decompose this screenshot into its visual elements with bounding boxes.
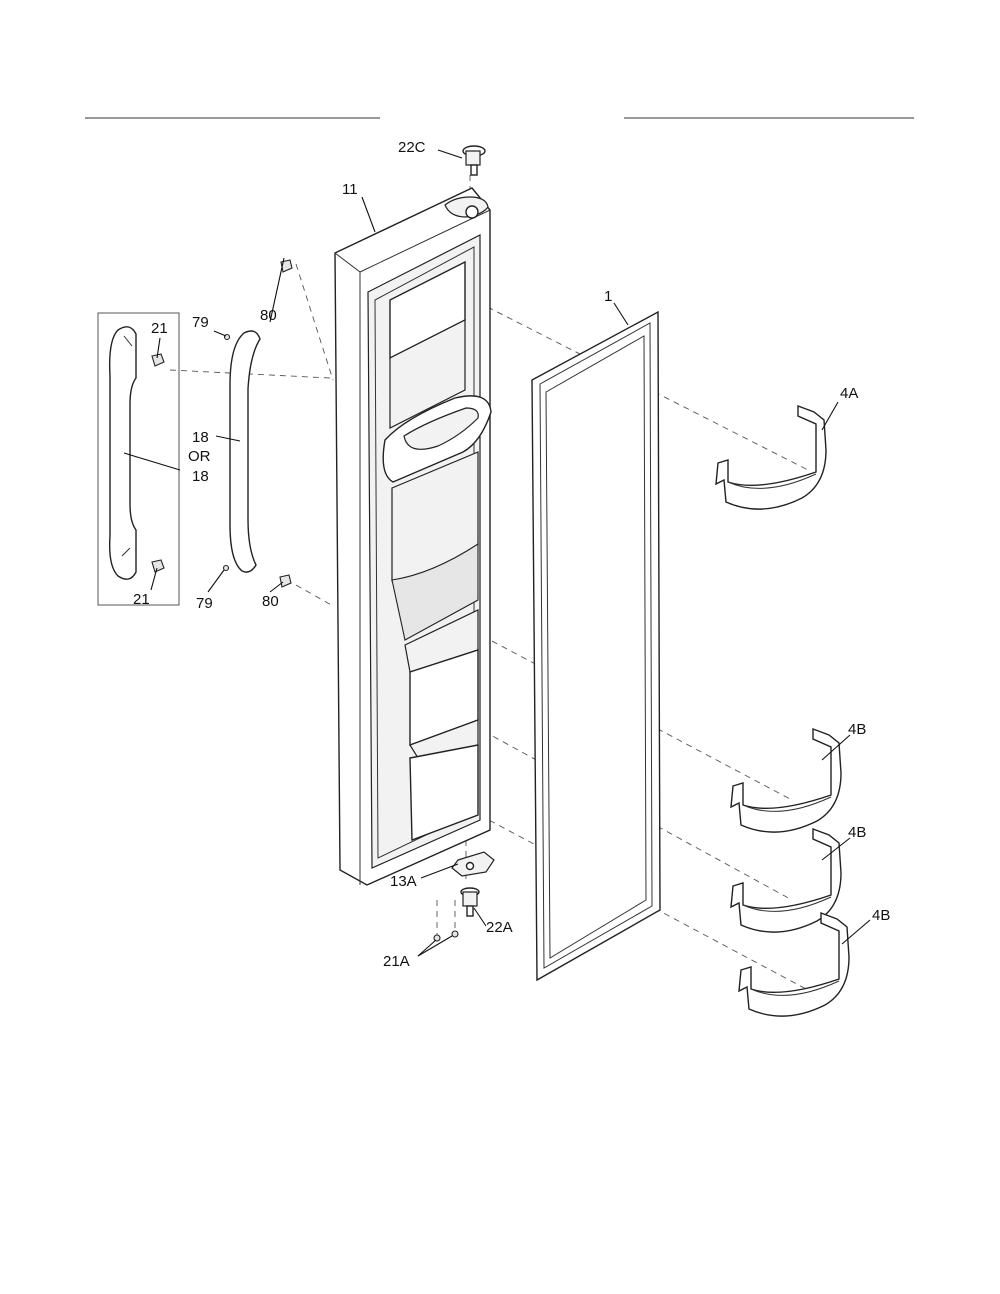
screw-80-top: [280, 259, 293, 273]
screw-80-bottom: [279, 574, 292, 588]
hinge-pin-bottom: [460, 887, 480, 917]
callout-1: 1: [604, 288, 612, 305]
hinge-pin-top: [462, 145, 486, 176]
callout-4b-3: 4B: [872, 907, 890, 924]
callout-22a: 22A: [486, 919, 513, 936]
callout-21a: 21A: [383, 953, 410, 970]
callout-21-top: 21: [151, 320, 168, 337]
callout-4b-2: 4B: [848, 824, 866, 841]
leader-lines: [123, 149, 871, 957]
handle-kit-box: [97, 312, 180, 606]
callout-13a: 13A: [390, 873, 417, 890]
door-bin-4a: [715, 404, 827, 510]
callout-4a: 4A: [840, 385, 858, 402]
callout-18-a: 18: [192, 429, 209, 446]
handle-screw-top: [151, 353, 165, 367]
bracket-screws: [433, 930, 459, 942]
callout-79-top: 79: [192, 314, 209, 331]
handle-outline: [108, 326, 137, 580]
callout-21-bottom: 21: [133, 591, 150, 608]
callout-22c: 22C: [398, 139, 426, 156]
alternate-handle: [229, 330, 261, 573]
door-assembly: [334, 187, 495, 886]
door-gasket: [531, 310, 661, 982]
callout-18-b: 18: [192, 468, 209, 485]
door-bin-4b-3: [738, 911, 850, 1017]
door-bin-4b-2: [730, 827, 842, 933]
callout-4b-1: 4B: [848, 721, 866, 738]
callout-11: 11: [342, 181, 358, 198]
callout-80-bottom: 80: [262, 593, 279, 610]
screw-79-bottom: [222, 564, 230, 572]
handle-screw-bottom: [151, 559, 165, 573]
callout-79-bottom: 79: [196, 595, 213, 612]
door-bin-4b-1: [730, 727, 842, 833]
callout-80-top: 80: [260, 307, 277, 324]
callout-or: OR: [188, 448, 211, 465]
